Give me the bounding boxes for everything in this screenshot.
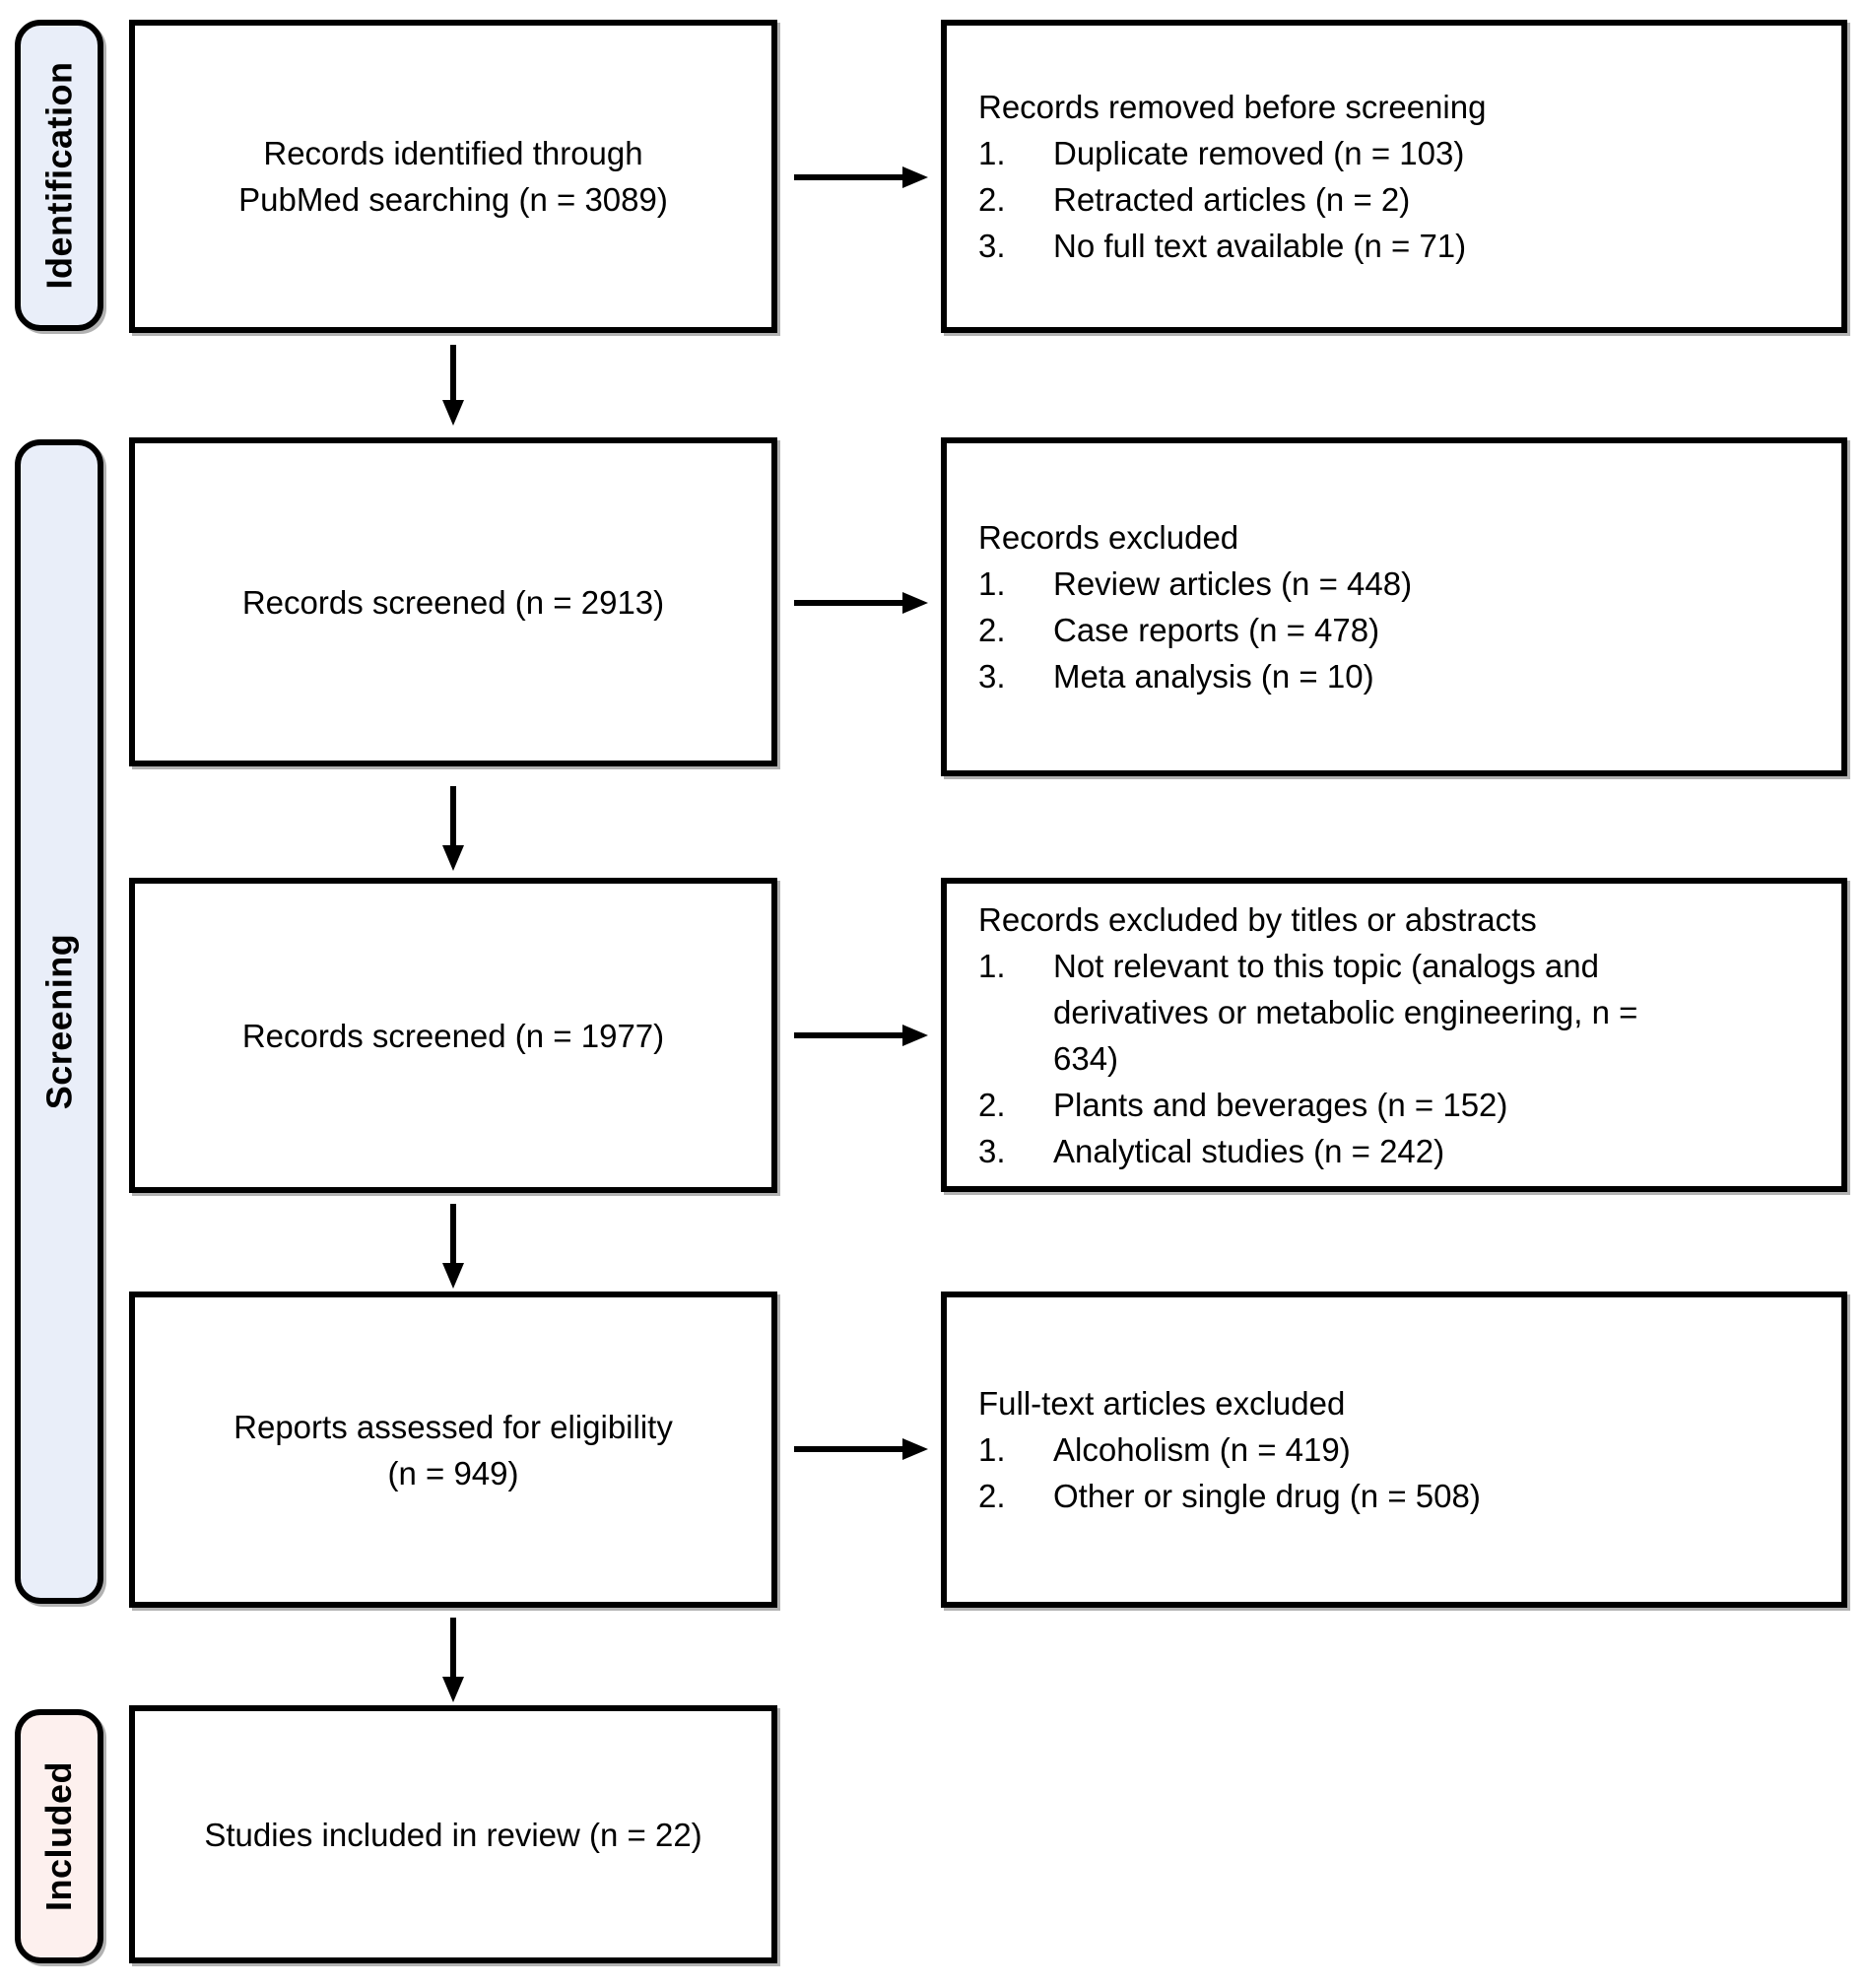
- box-records-excluded: Records excluded 1. Review articles (n =…: [941, 437, 1847, 776]
- item-text: Not relevant to this topic (analogs and …: [1053, 947, 1638, 1077]
- arrow-head: [442, 845, 464, 871]
- list-item: 1. Review articles (n = 448): [978, 561, 1822, 607]
- item-number: 3.: [978, 1132, 1006, 1169]
- list-item: 1. Alcoholism (n = 419): [978, 1426, 1822, 1473]
- stage-label-identification: Identification: [15, 20, 103, 331]
- list-item: 3. Meta analysis (n = 10): [978, 653, 1822, 699]
- item-number: 1.: [978, 135, 1006, 171]
- stage-label-screening: Screening: [15, 439, 103, 1604]
- item-number: 2.: [978, 1086, 1006, 1123]
- box-studies-included: Studies included in review (n = 22): [129, 1705, 777, 1963]
- box-records-screened-2: Records screened (n = 1977): [129, 878, 777, 1193]
- list-item: 3. Analytical studies (n = 242): [978, 1128, 1822, 1174]
- item-number: 3.: [978, 658, 1006, 695]
- box-reports-assessed: Reports assessed for eligibility (n = 94…: [129, 1292, 777, 1608]
- arrow-down-icon: [442, 1204, 464, 1289]
- box-line: (n = 949): [387, 1454, 519, 1491]
- list-item: 1. Not relevant to this topic (analogs a…: [978, 943, 1822, 1082]
- stage-label-included-text: Included: [38, 1760, 80, 1912]
- stage-label-screening-text: Screening: [38, 933, 79, 1110]
- item-number: 3.: [978, 228, 1006, 264]
- box-line: Records identified through: [263, 135, 643, 171]
- exclusion-title: Records excluded by titles or abstracts: [978, 900, 1537, 938]
- arrow-right-icon: [794, 1025, 928, 1046]
- item-text: Meta analysis (n = 10): [1053, 658, 1374, 695]
- arrow-down-icon: [442, 786, 464, 871]
- arrow-head: [902, 592, 928, 614]
- arrow-head: [902, 166, 928, 188]
- arrow-shaft: [450, 345, 456, 400]
- list-item: 3. No full text available (n = 71): [978, 223, 1822, 269]
- arrow-shaft: [450, 1204, 456, 1263]
- box-line: Studies included in review (n = 22): [204, 1816, 702, 1853]
- item-number: 2.: [978, 612, 1006, 648]
- item-text: Case reports (n = 478): [1053, 612, 1380, 648]
- item-number: 1.: [978, 565, 1006, 602]
- box-line: Records screened (n = 1977): [241, 1017, 665, 1054]
- list-item: 2. Plants and beverages (n = 152): [978, 1082, 1822, 1128]
- list-item: 1. Duplicate removed (n = 103): [978, 130, 1822, 176]
- arrow-shaft: [794, 1032, 902, 1038]
- item-number: 1.: [978, 1431, 1006, 1468]
- box-line: PubMed searching (n = 3089): [238, 181, 668, 218]
- item-text: Duplicate removed (n = 103): [1053, 135, 1465, 171]
- item-text: No full text available (n = 71): [1053, 228, 1467, 264]
- arrow-right-icon: [794, 166, 928, 188]
- arrow-down-icon: [442, 1618, 464, 1702]
- item-text: Analytical studies (n = 242): [1053, 1132, 1445, 1169]
- arrow-head: [442, 1263, 464, 1289]
- item-text: Retracted articles (n = 2): [1053, 181, 1411, 218]
- box-line: Reports assessed for eligibility: [233, 1408, 673, 1445]
- arrow-right-icon: [794, 592, 928, 614]
- arrow-shaft: [794, 174, 902, 180]
- arrow-shaft: [450, 786, 456, 845]
- list-item: 2. Case reports (n = 478): [978, 607, 1822, 653]
- arrow-head: [442, 1677, 464, 1702]
- exclusion-title: Full-text articles excluded: [978, 1385, 1346, 1422]
- exclusion-title: Records excluded: [978, 519, 1239, 556]
- list-item: 2. Other or single drug (n = 508): [978, 1473, 1822, 1519]
- item-number: 2.: [978, 181, 1006, 218]
- arrow-head: [902, 1438, 928, 1460]
- arrow-head: [902, 1025, 928, 1046]
- arrow-shaft: [794, 1446, 902, 1452]
- arrow-right-icon: [794, 1438, 928, 1460]
- stage-label-identification-text: Identification: [38, 61, 79, 290]
- box-line: Records screened (n = 2913): [241, 583, 665, 621]
- item-text: Review articles (n = 448): [1053, 565, 1413, 602]
- item-number: 2.: [978, 1478, 1006, 1514]
- box-fulltext-articles-excluded: Full-text articles excluded 1. Alcoholis…: [941, 1292, 1847, 1608]
- box-records-excluded-by-titles-abstracts: Records excluded by titles or abstracts …: [941, 878, 1847, 1192]
- box-records-screened-1: Records screened (n = 2913): [129, 437, 777, 766]
- item-text: Other or single drug (n = 508): [1053, 1478, 1481, 1514]
- arrow-head: [442, 400, 464, 426]
- box-records-removed-before-screening: Records removed before screening 1. Dupl…: [941, 20, 1847, 333]
- exclusion-title: Records removed before screening: [978, 89, 1487, 125]
- list-item: 2. Retracted articles (n = 2): [978, 176, 1822, 223]
- stage-label-included: Included: [15, 1709, 103, 1963]
- arrow-shaft: [450, 1618, 456, 1677]
- arrow-down-icon: [442, 345, 464, 426]
- item-text: Alcoholism (n = 419): [1053, 1431, 1351, 1468]
- item-number: 1.: [978, 947, 1006, 984]
- item-text: Plants and beverages (n = 152): [1053, 1086, 1508, 1123]
- arrow-shaft: [794, 600, 902, 606]
- box-records-identified: Records identified through PubMed search…: [129, 20, 777, 333]
